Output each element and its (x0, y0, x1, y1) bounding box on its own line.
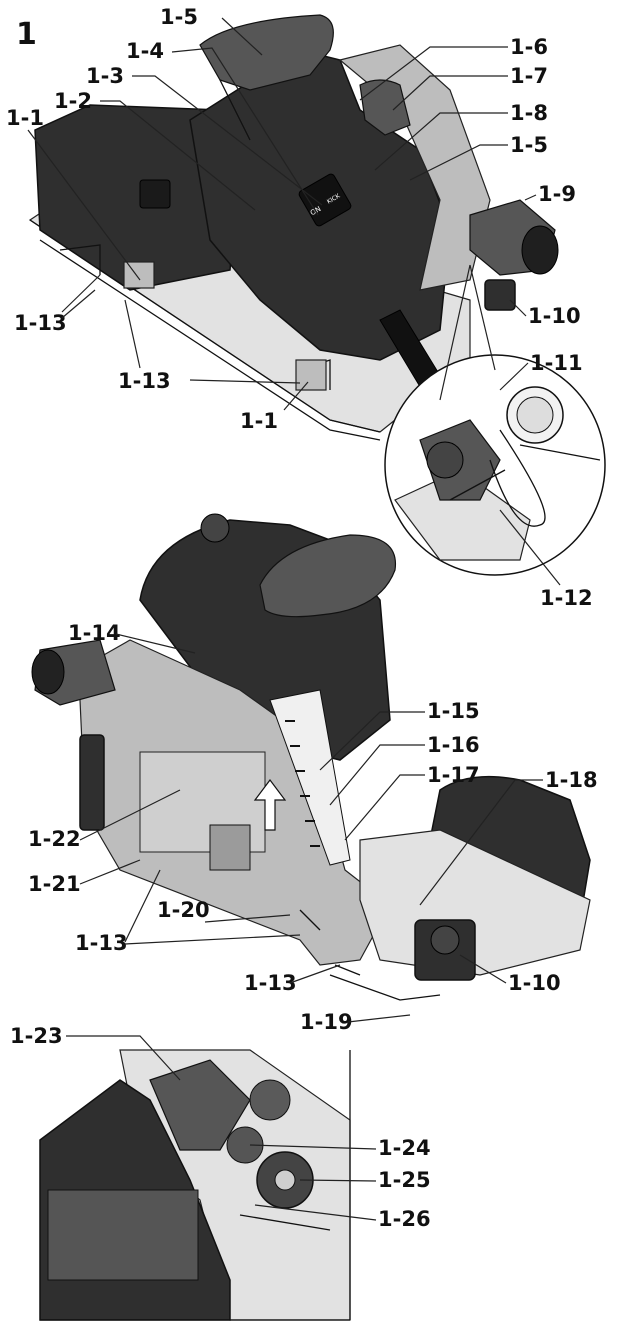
callout-1-8: 1-8 (510, 101, 548, 125)
callout-1-1-a: 1-1 (6, 106, 44, 130)
callout-1-26: 1-26 (378, 1207, 431, 1231)
callout-1-5-a: 1-5 (160, 5, 198, 29)
callout-1-19: 1-19 (300, 1010, 353, 1034)
callout-1-13-c: 1-13 (75, 931, 128, 955)
callout-1-23: 1-23 (10, 1024, 63, 1048)
callout-1-12: 1-12 (540, 586, 593, 610)
callout-1-2: 1-2 (54, 89, 92, 113)
callout-1-6: 1-6 (510, 35, 548, 59)
callout-1-25: 1-25 (378, 1168, 431, 1192)
top-detail-circle (384, 354, 606, 576)
callout-1-1-b: 1-1 (240, 409, 278, 433)
callout-1-9: 1-9 (538, 182, 576, 206)
callout-1-14: 1-14 (68, 621, 121, 645)
callout-1-11: 1-11 (530, 351, 583, 375)
figure-number: 1 (16, 17, 37, 52)
callout-1-24: 1-24 (378, 1136, 431, 1160)
bottom-view-inset (39, 1047, 351, 1329)
callout-1-21: 1-21 (28, 872, 81, 896)
callout-1-7: 1-7 (510, 64, 548, 88)
callout-1-10-b: 1-10 (508, 971, 561, 995)
callout-1-3: 1-3 (86, 64, 124, 88)
callout-1-13-d: 1-13 (244, 971, 297, 995)
callout-1-18: 1-18 (545, 768, 598, 792)
callout-1-17: 1-17 (427, 763, 480, 787)
callout-1-10-a: 1-10 (528, 304, 581, 328)
callouts-bottom: 1-23 1-24 1-25 1-26 (10, 1024, 431, 1231)
callout-1-15: 1-15 (427, 699, 480, 723)
callout-1-5-b: 1-5 (510, 133, 548, 157)
middle-view-saw (31, 513, 591, 1001)
callout-1-22: 1-22 (28, 827, 81, 851)
callouts-middle: 1-14 1-15 1-16 1-17 1-18 1-22 1-21 1-20 … (28, 621, 598, 1034)
callout-1-16: 1-16 (427, 733, 480, 757)
callout-1-13-a: 1-13 (14, 311, 67, 335)
top-view-saw: ON KICK (28, 14, 559, 441)
callout-1-20: 1-20 (157, 898, 210, 922)
callout-1-13-b: 1-13 (118, 369, 171, 393)
callout-1-4: 1-4 (126, 39, 164, 63)
callouts-top: 1-5 1-4 1-3 1-2 1-1 1-6 1-7 1-8 1-5 1-9 … (6, 5, 593, 610)
